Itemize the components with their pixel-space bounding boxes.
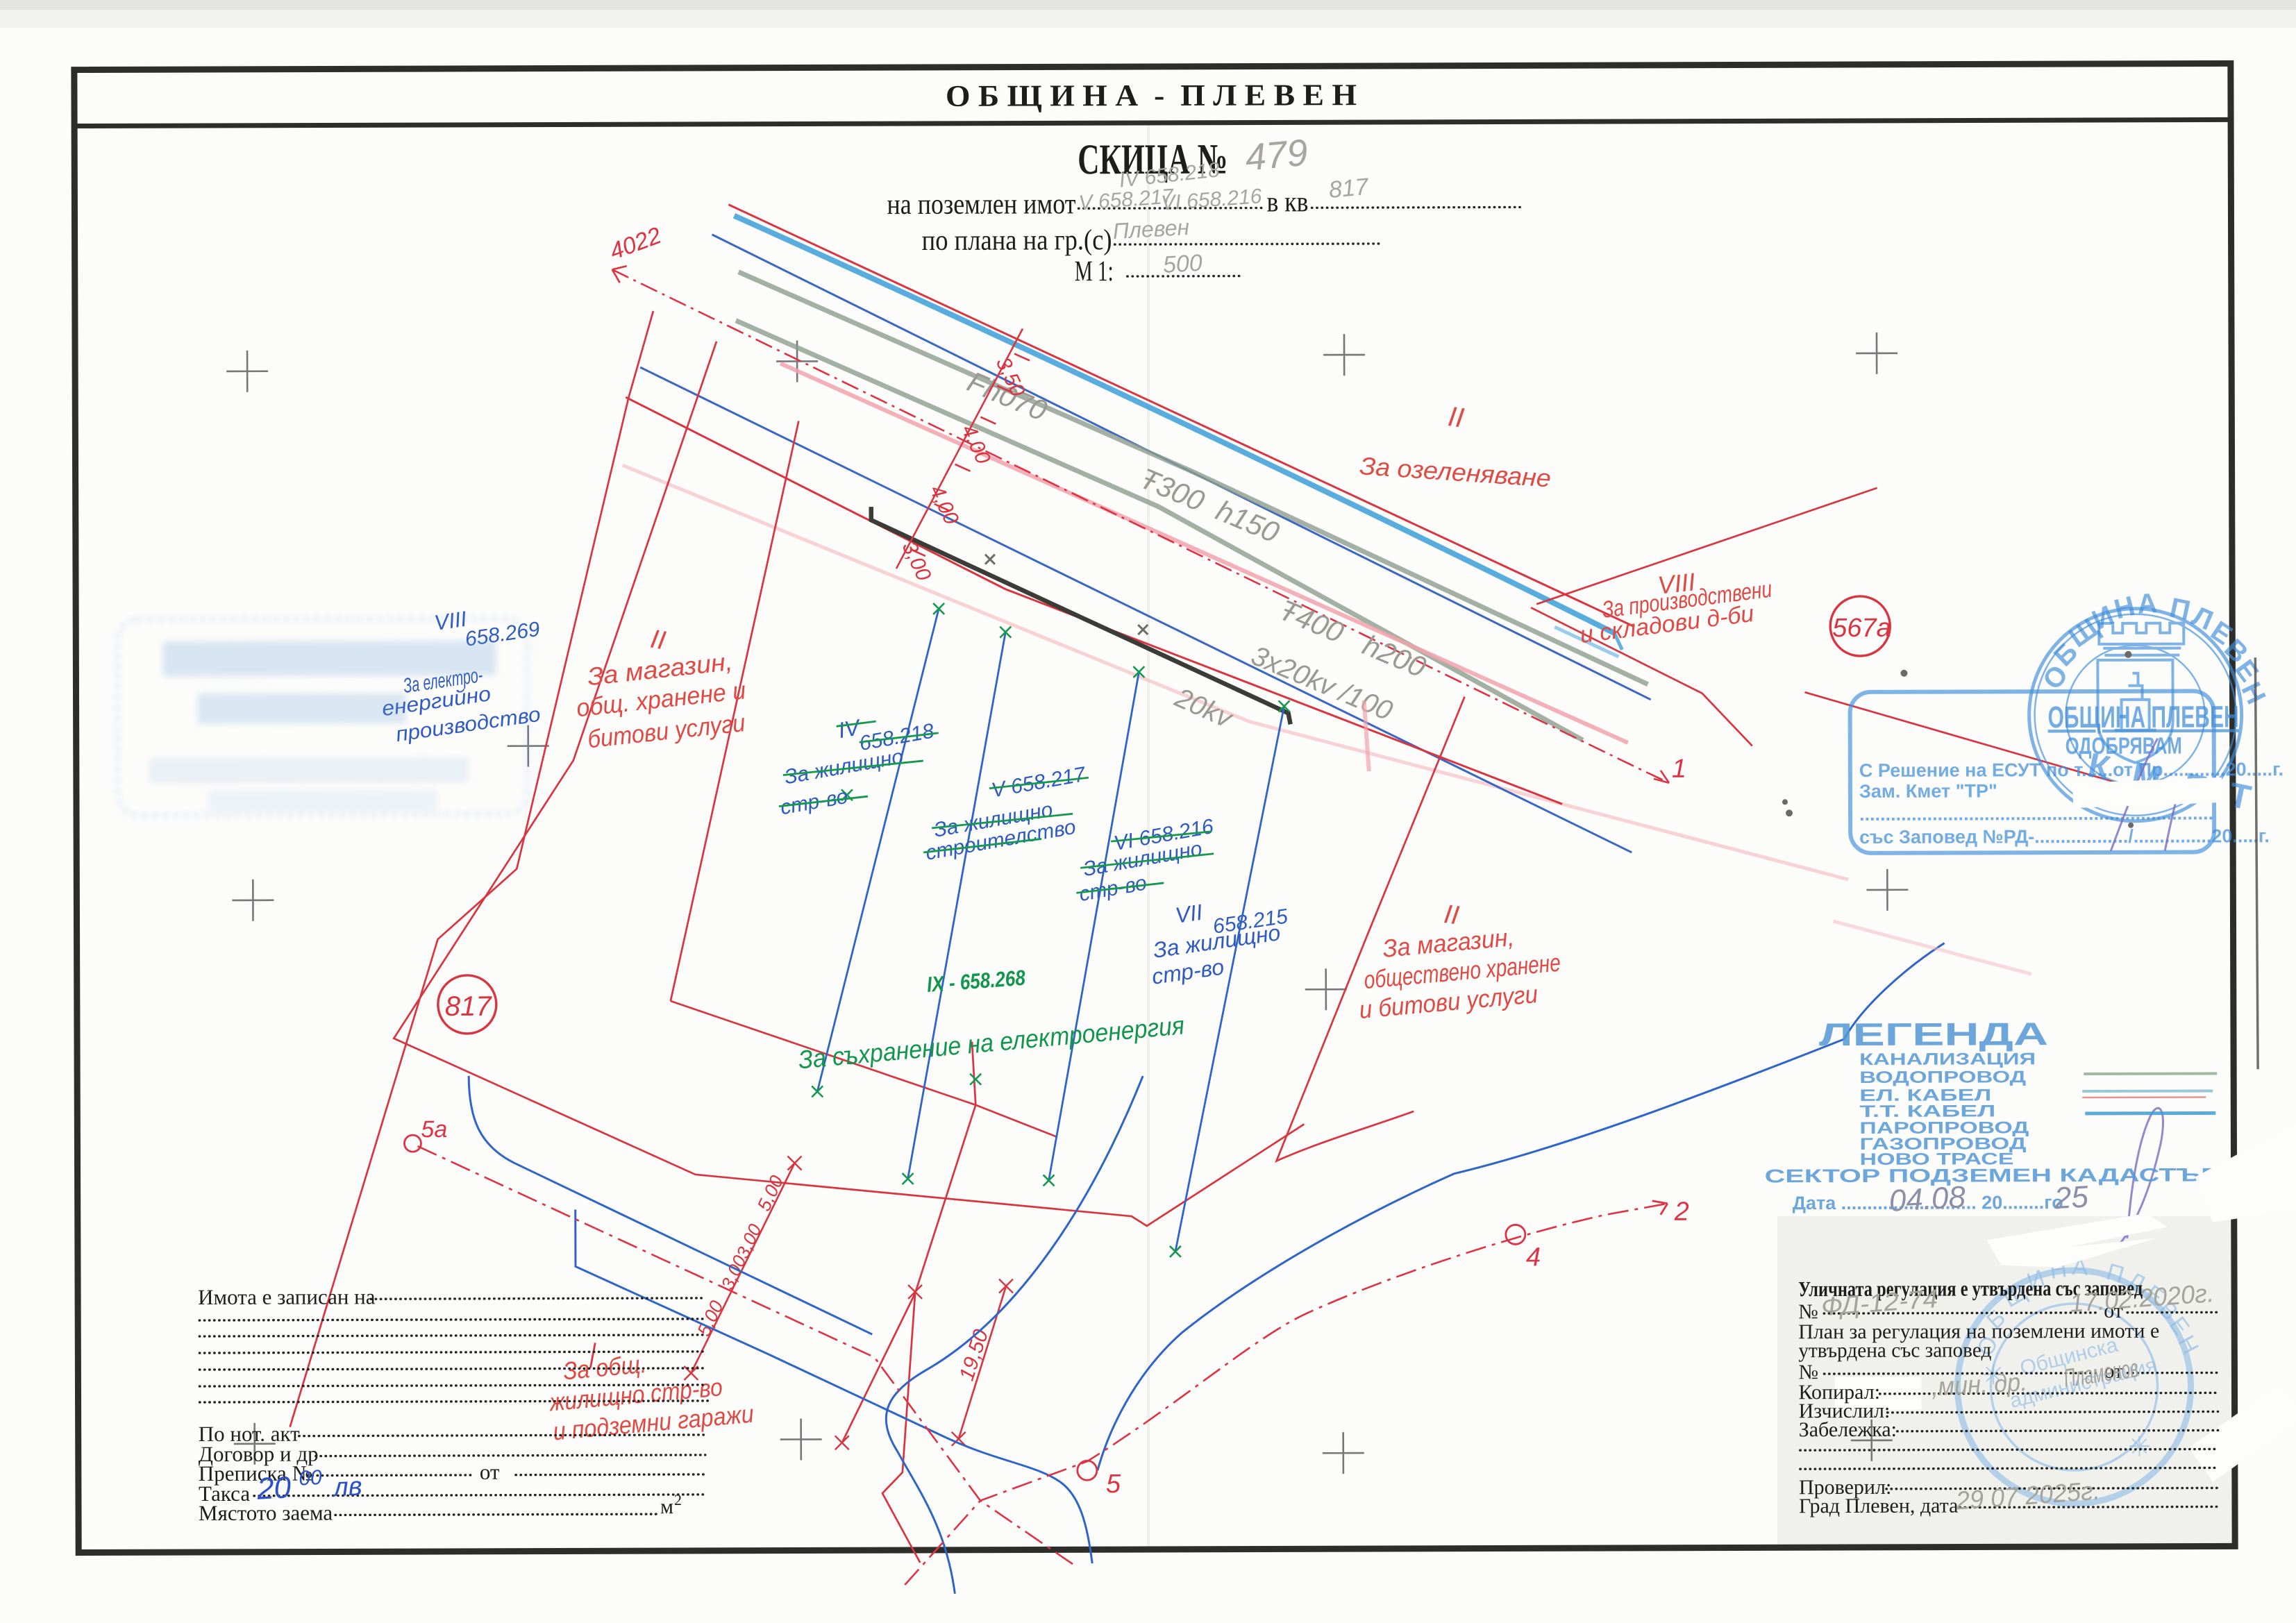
svg-text:2: 2 <box>1674 1197 1689 1227</box>
svg-text:М 1:: М 1: <box>1075 255 1114 287</box>
svg-text:утвърдена със заповед: утвърдена със заповед <box>1798 1338 1991 1362</box>
svg-text:Дата .........................: Дата .......................... 20......… <box>1793 1192 2063 1213</box>
svg-text:от: от <box>2104 1300 2123 1322</box>
svg-text:Копирал:: Копирал: <box>1798 1381 1880 1404</box>
svg-text:00: 00 <box>298 1466 322 1490</box>
svg-text:По нот. акт: По нот. акт <box>199 1422 301 1446</box>
svg-text:500: 500 <box>1162 250 1203 278</box>
svg-text:Такса: Такса <box>199 1481 250 1506</box>
svg-text:План за регулация на поземлени: План за регулация на поземлени имоти е <box>1798 1320 2159 1344</box>
svg-text:със Заповед №РД-..............: със Заповед №РД-................../.....… <box>1859 825 2270 848</box>
svg-text:5а: 5а <box>421 1116 447 1143</box>
svg-text:04.08: 04.08 <box>1888 1180 1967 1218</box>
svg-text:С Решение на ЕСУТ по т......от: С Решение на ЕСУТ по т......от Пр.......… <box>1859 759 2284 781</box>
svg-text:ВОДОПРОВОД: ВОДОПРОВОД <box>1859 1068 2026 1087</box>
svg-text:СЕКТОР ПОДЗЕМЕН КАДАСТЪР: СЕКТОР ПОДЗЕМЕН КАДАСТЪР <box>1765 1164 2220 1186</box>
svg-text:Преписка №: Преписка № <box>199 1461 312 1486</box>
svg-text:лв: лв <box>331 1472 363 1502</box>
svg-text:м: м <box>660 1495 673 1518</box>
svg-text:Зам. Кмет "ТР": Зам. Кмет "ТР" <box>1859 780 1997 802</box>
svg-text:ЛЕГЕНДА: ЛЕГЕНДА <box>1819 1016 2048 1052</box>
svg-text:СКИЦА №: СКИЦА № <box>1078 136 1227 184</box>
svg-text:2: 2 <box>674 1491 682 1508</box>
svg-text:817: 817 <box>445 991 493 1022</box>
svg-text:4: 4 <box>1526 1243 1541 1272</box>
svg-text:,мин. др.: ,мин. др. <box>1931 1368 2028 1402</box>
svg-text:25: 25 <box>2053 1179 2090 1216</box>
svg-text:Т.Т. КАБЕЛ: Т.Т. КАБЕЛ <box>1859 1102 1995 1121</box>
svg-text:КАНАЛИЗАЦИЯ: КАНАЛИЗАЦИЯ <box>1859 1050 2036 1069</box>
svg-text:на поземлен имот: на поземлен имот <box>887 188 1075 221</box>
svg-text:VIII: VIII <box>1657 567 1697 600</box>
svg-text:ПАРОПРОВОД: ПАРОПРОВОД <box>1859 1118 2029 1138</box>
svg-text:Проверил:: Проверил: <box>1799 1476 1891 1499</box>
svg-text:ЕЛ. КАБЕЛ: ЕЛ. КАБЕЛ <box>1859 1086 1991 1105</box>
svg-text:О Б Щ И Н А - П Л Е В Е Н: О Б Щ И Н А - П Л Е В Е Н <box>946 78 1357 113</box>
svg-text:Забележка:: Забележка: <box>1799 1418 1897 1441</box>
svg-text:А: А <box>2136 588 2158 620</box>
svg-text:✳: ✳ <box>2128 1432 2152 1463</box>
svg-text:НОВО ТРАСЕ: НОВО ТРАСЕ <box>1859 1150 2013 1169</box>
svg-text:Плевен: Плевен <box>1112 215 1190 244</box>
svg-text:817: 817 <box>1327 174 1370 203</box>
svg-text:в кв: в кв <box>1266 186 1308 218</box>
svg-text:VII: VII <box>1173 900 1204 928</box>
svg-text:✳: ✳ <box>1981 1360 2005 1390</box>
svg-text:Град Плевен, дата: Град Плевен, дата <box>1799 1495 1959 1518</box>
svg-text:Мястото заема: Мястото заема <box>199 1500 333 1525</box>
svg-text:20: 20 <box>255 1470 292 1506</box>
svg-text:..............................: ........................................… <box>1859 802 2213 825</box>
svg-text:VIII: VIII <box>433 607 468 635</box>
svg-text:ГАЗОПРОВОД: ГАЗОПРОВОД <box>1859 1134 2026 1154</box>
svg-text:Изчислил:: Изчислил: <box>1799 1399 1891 1422</box>
svg-text:№: № <box>1798 1300 1818 1323</box>
svg-text:1: 1 <box>1672 755 1686 784</box>
svg-text:Имота е записан на: Имота е записан на <box>198 1284 376 1309</box>
svg-text:479: 479 <box>1243 132 1309 179</box>
svg-text:567а: 567а <box>1832 614 1891 643</box>
svg-text:по плана на гр.(с): по плана на гр.(с) <box>922 224 1112 257</box>
svg-text:от: от <box>480 1460 500 1484</box>
svg-text:от: от <box>2104 1360 2123 1383</box>
svg-text:№: № <box>1798 1361 1818 1384</box>
svg-text:Уличната регулация е утвърдена: Уличната регулация е утвърдена със запов… <box>1798 1276 2143 1301</box>
svg-text:ОДОБРЯВАМ: ОДОБРЯВАМ <box>2065 733 2182 759</box>
svg-text:Договор и др: Договор и др <box>199 1442 319 1467</box>
svg-text:5: 5 <box>1106 1470 1121 1499</box>
